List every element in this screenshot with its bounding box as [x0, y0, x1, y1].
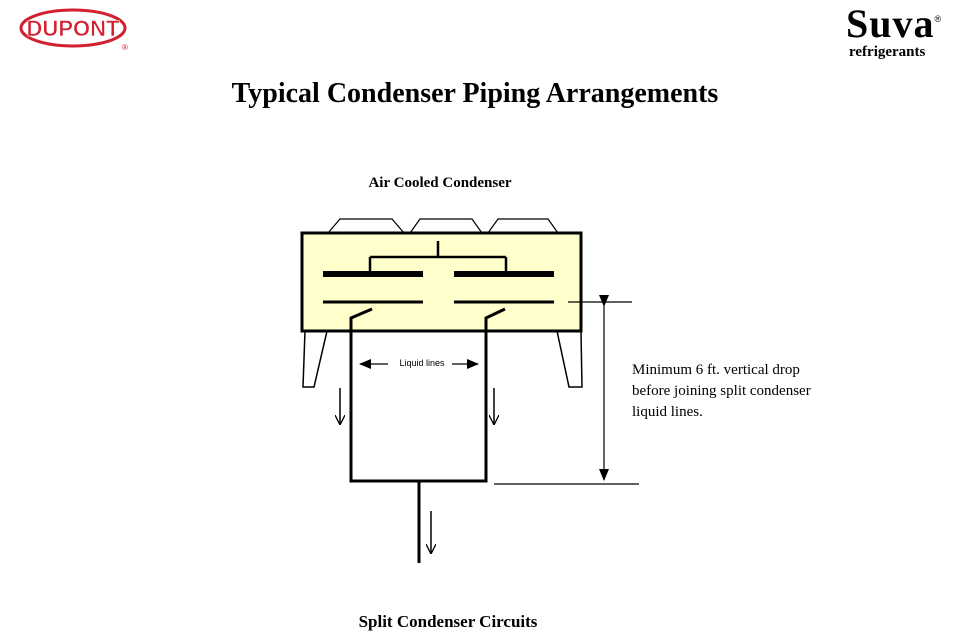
right-liquid-line — [418, 307, 506, 483]
left-leg — [302, 330, 328, 388]
fan-3 — [487, 218, 559, 234]
condenser-body — [300, 231, 583, 333]
page-title: Typical Condenser Piping Arrangements — [231, 78, 719, 109]
suva-logo-word: Suva — [846, 1, 935, 46]
fan-1 — [327, 218, 405, 234]
condenser-label: Air Cooled Condenser — [368, 175, 512, 191]
vertical-drop-dimension — [494, 295, 639, 485]
dupont-logo-text: DUPONT — [27, 16, 120, 41]
fan-2 — [409, 218, 483, 234]
suva-registered-mark: ® — [934, 14, 942, 24]
dupont-logo: DUPONT ® — [18, 6, 130, 54]
condenser-fans — [327, 218, 559, 234]
inlet-header — [368, 241, 508, 272]
dupont-registered-mark: ® — [122, 43, 128, 52]
left-liquid-line — [349, 307, 418, 483]
liquid-lines — [349, 307, 506, 563]
diagram-caption: Split Condenser Circuits — [358, 612, 538, 631]
liquid-lines-label: Liquid lines — [399, 358, 445, 368]
suva-logo-subtitle: refrigerants — [849, 44, 926, 60]
coil-circuits — [323, 271, 554, 304]
right-leg — [556, 330, 583, 388]
suva-logo: Suva® refrigerants — [840, 4, 960, 74]
vertical-drop-note: Minimum 6 ft. vertical drop before joini… — [632, 362, 811, 420]
flow-arrows — [340, 388, 494, 553]
